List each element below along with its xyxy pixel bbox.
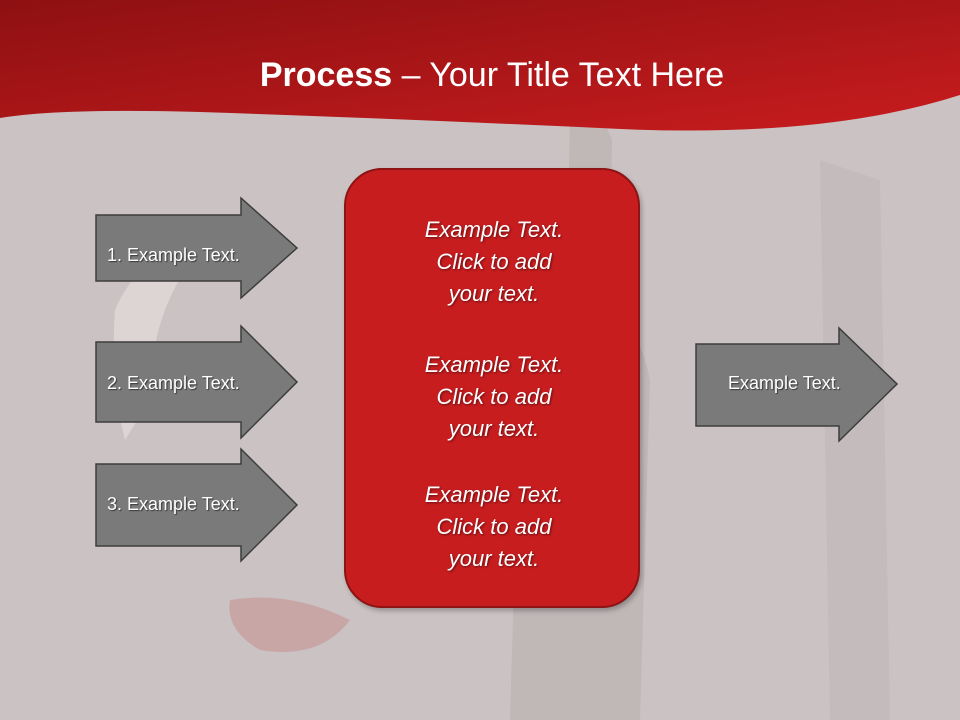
title-rest: – Your Title Text Here (392, 56, 725, 94)
center-line: Click to add (436, 384, 552, 409)
output-label: Example Text. (728, 373, 841, 393)
center-process-box[interactable]: Example Text. Click to add your text. Ex… (344, 168, 640, 608)
header-band (0, 0, 960, 131)
center-line: Example Text. (424, 482, 564, 507)
input-label-1: 1. Example Text. (107, 245, 240, 265)
center-line: your text. (448, 281, 540, 306)
input-label-3: 3. Example Text. (107, 494, 240, 514)
input-arrow-2[interactable]: 2. Example Text. (95, 324, 300, 440)
center-paragraph-1: Example Text. Click to add your text. (346, 214, 642, 310)
center-line: Click to add (436, 249, 552, 274)
center-line: Example Text. (424, 217, 564, 242)
center-line: your text. (448, 416, 540, 441)
center-paragraph-2: Example Text. Click to add your text. (346, 349, 642, 445)
slide-title[interactable]: Process – Your Title Text Here (0, 55, 960, 95)
center-line: Example Text. (424, 352, 564, 377)
title-bold: Process (259, 56, 393, 94)
input-arrow-3[interactable]: 3. Example Text. (95, 447, 300, 563)
output-arrow[interactable]: Example Text. (695, 326, 900, 443)
input-label-2: 2. Example Text. (107, 373, 240, 393)
center-line: your text. (448, 546, 540, 571)
center-line: Click to add (436, 514, 552, 539)
center-paragraph-3: Example Text. Click to add your text. (346, 479, 642, 575)
input-arrow-1[interactable]: 1. Example Text. (95, 196, 300, 300)
